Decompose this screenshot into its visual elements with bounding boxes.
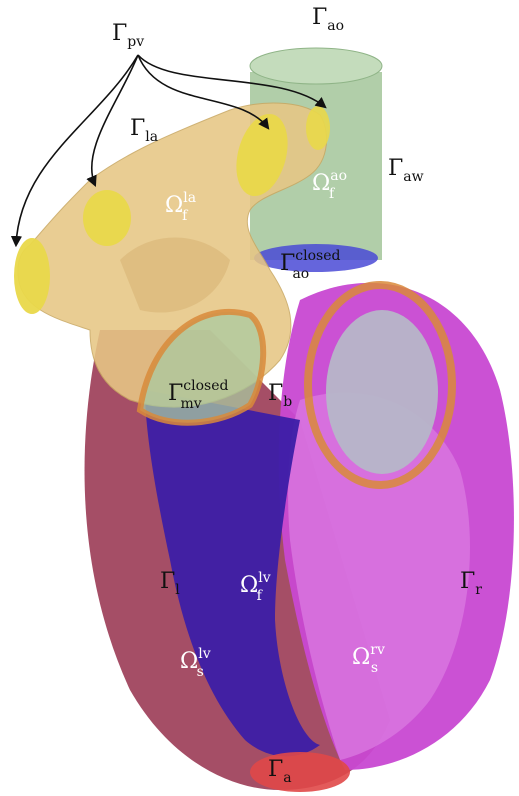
label-gamma-la: Γla — [130, 116, 158, 145]
label-gamma-pv: Γpv — [112, 21, 144, 50]
right-valve — [308, 285, 452, 485]
label-gamma-aw: Γaw — [388, 156, 424, 185]
label-gamma-ao: Γao — [312, 5, 344, 34]
apex-cap — [250, 752, 350, 792]
